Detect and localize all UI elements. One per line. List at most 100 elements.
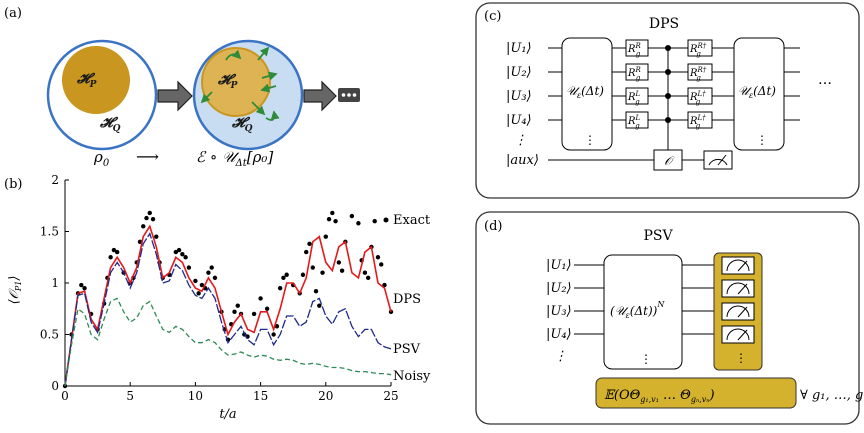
exact-data-point xyxy=(150,216,156,222)
qubit-label: |U₂⟩ xyxy=(546,281,572,296)
vdots: ⋮ xyxy=(584,133,596,147)
svg-text:RR†g: RR†g xyxy=(689,42,707,58)
vdots: ⋮ xyxy=(514,133,527,148)
exact-data-point xyxy=(317,303,322,308)
meter-icons xyxy=(721,256,755,344)
x-tick-label: 20 xyxy=(318,389,333,403)
exact-data-point xyxy=(372,219,377,224)
exact-data-point xyxy=(183,255,188,260)
forall-condition: ∀ g₁, …, gₙ xyxy=(800,388,864,403)
exact-data-point xyxy=(144,215,149,221)
dps-qubit-labels: |U₁⟩ |U₂⟩ |U₃⟩ |U₄⟩ ⋮ |aux⟩ xyxy=(506,41,539,168)
observable-gate xyxy=(653,149,683,171)
exact-data-point xyxy=(232,309,237,315)
meter-icon xyxy=(721,325,755,344)
channel-caption: ℰ ∘ 𝒰Δt[ρ₀] xyxy=(196,148,273,169)
evolution-label-right: 𝒰ε(Δt) xyxy=(738,84,776,100)
rotation-gate-dagger xyxy=(687,87,713,105)
exact-data-point xyxy=(365,275,371,281)
exact-data-point xyxy=(193,278,198,284)
x-tick-label: 25 xyxy=(383,389,398,403)
x-tick-label: 0 xyxy=(61,389,69,403)
exact-data-point xyxy=(277,285,283,291)
rotation-gate-dagger xyxy=(687,63,713,81)
exact-data-point xyxy=(235,303,240,308)
series-label-noisy: Noisy xyxy=(393,369,431,384)
evolution-arrow-icon xyxy=(157,80,193,112)
exact-data-point xyxy=(375,255,381,260)
exact-data-point xyxy=(313,289,319,294)
meter-icon xyxy=(721,279,755,298)
exact-data-point xyxy=(141,224,146,229)
vdots: ⋮ xyxy=(735,351,747,365)
svg-text:RRg: RRg xyxy=(627,66,642,82)
rotation-gate-dagger xyxy=(687,111,713,129)
exact-data-point xyxy=(108,255,113,260)
exact-data-point xyxy=(379,262,384,267)
exact-data-point xyxy=(304,249,309,255)
evolution-block-power xyxy=(603,254,683,370)
exact-data-point xyxy=(336,260,342,265)
x-tick-label: 5 xyxy=(126,389,134,403)
exact-data-point xyxy=(310,265,315,270)
exact-data-point xyxy=(209,265,214,270)
y-tick-label: 1.5 xyxy=(40,225,59,239)
exact-data-point xyxy=(300,272,306,277)
meter-icon xyxy=(703,150,733,170)
exact-data-point xyxy=(111,247,117,253)
exact-data-point xyxy=(180,251,185,257)
y-tick-label: 0.5 xyxy=(40,328,59,342)
meter-icon xyxy=(721,302,755,321)
exact-data-point xyxy=(79,282,84,288)
exact-data-point xyxy=(323,234,328,239)
expectation-formula: 𝔼(𝑂Θg₁,v₁ … Θgₙ,vₙ) xyxy=(604,388,715,404)
exact-data-point xyxy=(114,249,120,255)
psv-series-line xyxy=(64,232,392,387)
observable-label: 𝒪 xyxy=(664,154,675,168)
qubit-label: |U₄⟩ xyxy=(546,327,572,342)
controlled-operation: 𝒪 xyxy=(653,45,683,171)
evolution-label-left: 𝒰ε(Δt) xyxy=(566,84,604,100)
exact-data-point xyxy=(212,275,218,281)
vdots: ⋮ xyxy=(554,349,567,364)
dps-series-line xyxy=(64,224,392,387)
svg-text:RL†g: RL†g xyxy=(689,90,706,106)
exact-data-point xyxy=(147,210,152,216)
exact-data-point xyxy=(271,332,276,337)
panel-d-label: (d) xyxy=(484,219,502,234)
exact-data-point xyxy=(349,213,355,219)
psv-qubit-labels: |U₁⟩ |U₂⟩ |U₃⟩ |U₄⟩ ⋮ xyxy=(546,258,572,364)
rotation-gate xyxy=(625,111,649,129)
x-tick-label: 10 xyxy=(188,389,203,403)
svg-text:RLg: RLg xyxy=(627,114,641,130)
rotation-gates-right: RR†g RR†g RL†g RL†g xyxy=(687,39,713,130)
x-axis-label: t/a xyxy=(219,407,236,422)
rho0-caption: ρ0 xyxy=(93,148,110,169)
panel-b-label: (b) xyxy=(4,177,22,192)
exact-data-point xyxy=(284,272,289,277)
exact-data-point xyxy=(176,247,182,253)
exact-data-point xyxy=(307,241,312,247)
noisy-series-line xyxy=(64,297,392,387)
exact-data-point xyxy=(281,275,286,281)
exact-data-point xyxy=(199,282,205,288)
panel-d: (d) PSV |U₁⟩ |U₂⟩ |U₃⟩ |U₄⟩ ⋮ (𝒰ε(Δt))N … xyxy=(475,211,864,425)
exact-data-point xyxy=(258,296,263,301)
rotation-gate xyxy=(625,87,649,105)
rotation-gate xyxy=(625,39,649,57)
panel-c-label: (c) xyxy=(484,9,501,24)
dps-title: DPS xyxy=(649,16,679,32)
vdots: ⋮ xyxy=(756,133,768,147)
panel-a: (a) 𝓗P 𝓗Q 𝓗P 𝓗Q ρ0 ⟶ xyxy=(4,6,360,169)
qubit-label: |U₁⟩ xyxy=(546,258,572,273)
qubit-label: |U₄⟩ xyxy=(506,113,532,128)
series-label-exact: Exact xyxy=(393,213,431,228)
panel-a-label: (a) xyxy=(4,6,22,21)
evolution-block-left xyxy=(561,37,613,151)
exact-data-point xyxy=(206,270,211,275)
exact-data-point xyxy=(154,234,159,239)
exact-data-point xyxy=(251,311,257,317)
